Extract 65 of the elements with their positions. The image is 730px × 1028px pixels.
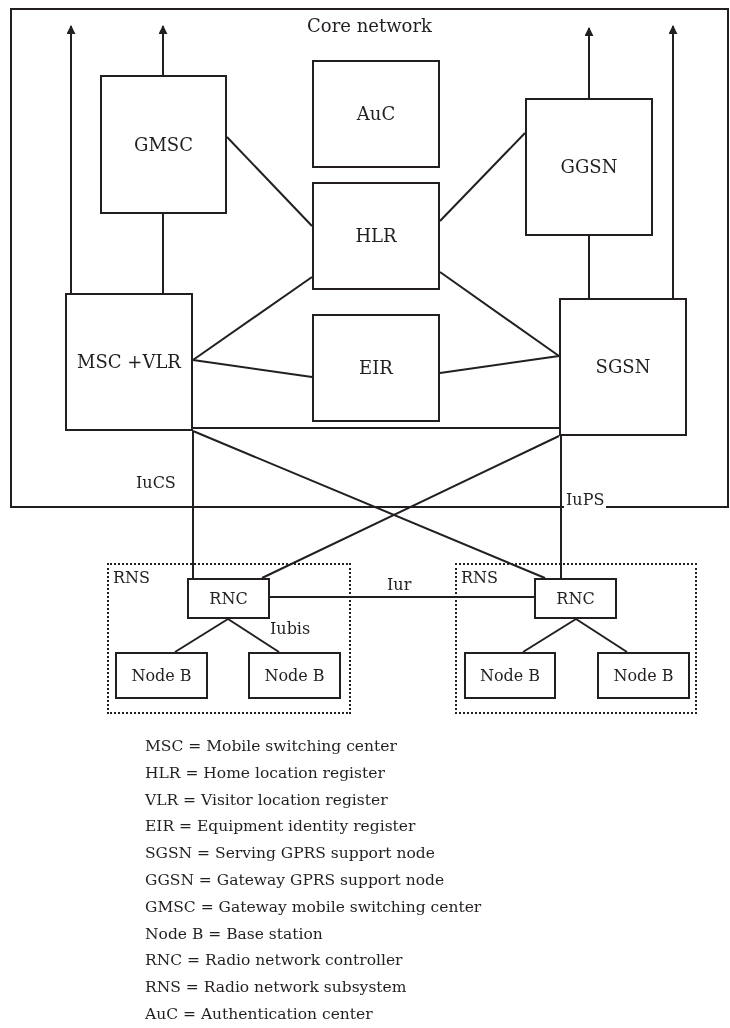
abbreviation-note: VLR = Visitor location register bbox=[145, 789, 389, 811]
element-label: Node B bbox=[264, 666, 325, 685]
dotted-group-box bbox=[455, 563, 697, 714]
abbreviation-note: GGSN = Gateway GPRS support node bbox=[145, 870, 446, 891]
connector-line bbox=[575, 618, 628, 653]
connector-line bbox=[226, 136, 313, 227]
core-network-box bbox=[10, 8, 729, 508]
group-label: RNS bbox=[461, 569, 498, 587]
box-title: Core network bbox=[306, 16, 433, 36]
connector-line bbox=[439, 132, 526, 222]
edge-label: IuPS bbox=[564, 491, 607, 509]
element-label: GMSC bbox=[134, 134, 193, 155]
network-element-box bbox=[312, 314, 440, 422]
connector-line bbox=[192, 276, 313, 361]
element-label: RNC bbox=[556, 589, 595, 608]
arrow bbox=[66, 25, 76, 294]
network-element-box bbox=[464, 652, 556, 699]
network-element-box bbox=[525, 98, 653, 236]
group-label: RNS bbox=[113, 569, 150, 587]
connector-line bbox=[269, 596, 535, 598]
network-element-box bbox=[115, 652, 208, 699]
network-element-box bbox=[559, 298, 687, 436]
connector-line bbox=[227, 618, 280, 653]
arrow bbox=[158, 25, 168, 76]
connector-line bbox=[439, 271, 560, 357]
connector-line bbox=[192, 359, 313, 378]
abbreviation-note: EIR = Equipment identity register bbox=[145, 816, 417, 838]
network-element-box bbox=[100, 75, 227, 214]
element-label: Node B bbox=[479, 666, 541, 685]
abbreviation-note: SGSN = Serving GPRS support node bbox=[145, 843, 436, 865]
connector-line bbox=[522, 618, 577, 653]
abbreviation-note: RNC = Radio network controller bbox=[145, 950, 404, 972]
connector-line bbox=[261, 435, 560, 579]
element-label: GGSN bbox=[560, 157, 618, 177]
network-element-box bbox=[248, 652, 341, 699]
abbreviation-note: GMSC = Gateway mobile switching center bbox=[145, 896, 482, 918]
network-element-box bbox=[65, 293, 193, 431]
network-element-box bbox=[312, 182, 440, 290]
element-label: Node B bbox=[613, 666, 674, 685]
connector-line bbox=[560, 435, 562, 579]
connector-line bbox=[192, 427, 560, 429]
connector-line bbox=[588, 235, 590, 299]
connector-line bbox=[174, 618, 229, 653]
abbreviation-note: RNS = Radio network subsystem bbox=[145, 977, 408, 999]
connector-line bbox=[439, 355, 560, 374]
element-label: HLR bbox=[355, 226, 397, 246]
element-label: Node B bbox=[131, 666, 192, 685]
abbreviation-note: AuC = Authentication center bbox=[145, 1003, 374, 1025]
element-label: SGSN bbox=[595, 357, 651, 377]
network-element-box bbox=[597, 652, 690, 699]
abbreviation-note: HLR = Home location register bbox=[145, 762, 386, 784]
network-element-box bbox=[187, 578, 270, 619]
connector-line bbox=[192, 430, 546, 579]
arrow bbox=[584, 27, 594, 99]
element-label: RNC bbox=[209, 589, 248, 608]
arrow bbox=[668, 25, 678, 299]
connector-line bbox=[192, 430, 194, 579]
element-label: EIR bbox=[359, 358, 393, 378]
connector-line bbox=[162, 213, 164, 294]
network-element-box bbox=[534, 578, 617, 619]
abbreviation-note: MSC = Mobile switching center bbox=[145, 736, 398, 757]
abbreviation-note: Node B = Base station bbox=[145, 923, 324, 945]
element-label: AuC bbox=[356, 104, 396, 124]
element-label: MSC +VLR bbox=[77, 352, 181, 372]
network-element-box bbox=[312, 60, 440, 168]
